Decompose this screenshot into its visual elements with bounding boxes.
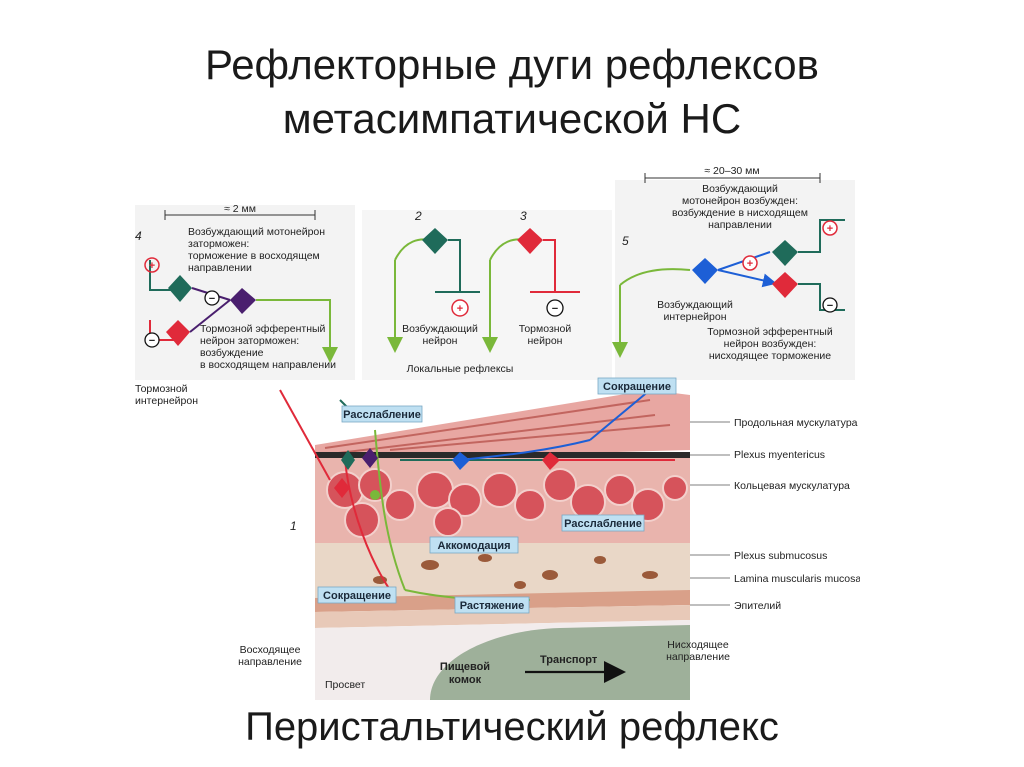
layer-circular-label: Кольцевая мускулатура xyxy=(734,480,850,492)
tag-accommodation: Аккомодация xyxy=(429,536,519,554)
svg-text:интернейрон: интернейрон xyxy=(135,395,198,407)
transport-label: Транспорт xyxy=(540,654,598,666)
svg-text:Аккомодация: Аккомодация xyxy=(438,540,511,552)
tag-stretch: Растяжение xyxy=(454,596,530,614)
peristaltic-reflex-diagram: + − − + − + + − xyxy=(130,160,867,700)
tag-relax-bottom: Расслабление xyxy=(561,514,645,532)
svg-text:Возбуждающий: Возбуждающий xyxy=(402,323,478,335)
panel-number-1: 1 xyxy=(290,519,297,533)
inset-panel-5 xyxy=(615,180,855,380)
minus-sign-4b: − xyxy=(149,335,155,347)
plus-sign-5a: + xyxy=(747,258,753,270)
svg-text:Тормозной: Тормозной xyxy=(519,323,572,335)
plus-sign-2: + xyxy=(457,303,463,315)
svg-text:возбуждение в нисходящем: возбуждение в нисходящем xyxy=(672,207,808,219)
svg-text:Сокращение: Сокращение xyxy=(323,590,391,602)
scale-long: ≈ 20–30 мм xyxy=(704,165,759,177)
svg-text:Возбуждающий: Возбуждающий xyxy=(657,299,733,311)
svg-text:в восходящем направлении: в восходящем направлении xyxy=(200,359,336,371)
panel-number-5: 5 xyxy=(622,234,629,248)
svg-text:нейрон: нейрон xyxy=(423,335,458,347)
inhibitory-neuron-label: Тормозной нейрон xyxy=(519,323,572,347)
svg-text:Возбуждающий: Возбуждающий xyxy=(702,183,778,195)
svg-text:Расслабление: Расслабление xyxy=(343,409,421,421)
layer-lamina-label: Lamina muscularis mucosae xyxy=(734,573,860,585)
svg-text:комок: комок xyxy=(449,674,482,686)
plus-sign-4: + xyxy=(149,260,155,272)
svg-text:Растяжение: Растяжение xyxy=(460,600,525,612)
minus-sign-5: − xyxy=(827,300,833,312)
bolus-label: Пищевой комок xyxy=(440,661,490,686)
tag-contract-top: Сокращение xyxy=(597,377,677,395)
svg-text:Восходящее: Восходящее xyxy=(240,644,301,656)
svg-text:Пищевой: Пищевой xyxy=(440,661,490,673)
inset-5-top-text: Возбуждающий мотонейрон возбужден: возбу… xyxy=(672,183,808,231)
svg-text:Сокращение: Сокращение xyxy=(603,381,671,393)
layer-submucosus-label: Plexus submucosus xyxy=(734,550,827,562)
layer-longitudinal-label: Продольная мускулатура xyxy=(734,417,858,429)
inset-4-top-text: Возбуждающий мотонейрон заторможен: торм… xyxy=(188,226,325,274)
svg-text:нейрон заторможен:: нейрон заторможен: xyxy=(200,335,299,347)
svg-text:нисходящее торможение: нисходящее торможение xyxy=(709,350,831,362)
scale-short: ≈ 2 мм xyxy=(224,203,256,215)
svg-text:торможение в восходящем: торможение в восходящем xyxy=(188,250,320,262)
slide-caption: Перистальтический рефлекс xyxy=(245,705,779,749)
tag-contract-bottom: Сокращение xyxy=(317,586,397,604)
svg-text:возбуждение: возбуждение xyxy=(200,347,264,359)
svg-text:Нисходящее: Нисходящее xyxy=(667,639,729,651)
panel-number-4: 4 xyxy=(135,229,142,243)
svg-text:Расслабление: Расслабление xyxy=(564,518,642,530)
inhibitory-interneuron-label: Тормозной интернейрон xyxy=(135,383,198,407)
slide-title-line1: Рефлекторные дуги рефлексов xyxy=(205,41,819,88)
inset-4-bottom-text: Тормозной эфферентный нейрон заторможен:… xyxy=(200,323,336,371)
svg-text:направлении: направлении xyxy=(708,219,772,231)
svg-text:направление: направление xyxy=(238,656,302,668)
inset-4-circuit: + − − xyxy=(144,257,338,363)
ascending-direction-label: Восходящее направление xyxy=(238,644,302,668)
tissue-neurons xyxy=(334,448,560,500)
tag-relax-top: Расслабление xyxy=(341,405,423,423)
inset-panel-2-3 xyxy=(362,210,612,380)
svg-text:Тормозной эфферентный: Тормозной эфферентный xyxy=(200,323,326,335)
layer-epithelium-label: Эпителий xyxy=(734,600,781,612)
descending-direction-label: Нисходящее направление xyxy=(666,639,730,663)
layer-myenteric-label: Plexus myentericus xyxy=(734,449,825,461)
lumen-label: Просвет xyxy=(325,679,365,691)
svg-text:заторможен:: заторможен: xyxy=(188,238,249,250)
svg-text:Тормозной: Тормозной xyxy=(135,383,188,395)
svg-text:нейрон: нейрон xyxy=(528,335,563,347)
excitatory-neuron-label: Возбуждающий нейрон xyxy=(402,323,478,347)
panel-number-3: 3 xyxy=(520,209,527,223)
local-reflexes-label: Локальные рефлексы xyxy=(407,363,514,375)
minus-sign-4a: − xyxy=(209,293,215,305)
panel-number-2: 2 xyxy=(414,209,422,223)
slide-title-line2: метасимпатической НС xyxy=(282,95,742,142)
minus-sign-3: − xyxy=(552,303,558,315)
inset-5-circuit: + + − xyxy=(612,219,845,358)
plus-sign-5b: + xyxy=(827,223,833,235)
inset-2-circuit: + xyxy=(387,228,480,353)
slide-title: Рефлекторные дуги рефлексов метасимпатич… xyxy=(0,38,1024,146)
svg-text:направление: направление xyxy=(666,651,730,663)
svg-text:нейрон возбужден:: нейрон возбужден: xyxy=(724,338,817,350)
inset-5-bottom-text: Тормозной эфферентный нейрон возбужден: … xyxy=(707,326,833,362)
svg-text:направлении: направлении xyxy=(188,262,252,274)
svg-text:Возбуждающий мотонейрон: Возбуждающий мотонейрон xyxy=(188,226,325,238)
svg-text:мотонейрон возбужден:: мотонейрон возбужден: xyxy=(682,195,798,207)
excitatory-interneuron-label: Возбуждающий интернейрон xyxy=(657,299,733,323)
svg-text:интернейрон: интернейрон xyxy=(663,311,726,323)
svg-text:Тормозной эфферентный: Тормозной эфферентный xyxy=(707,326,833,338)
inset-3-circuit: − xyxy=(482,228,580,353)
